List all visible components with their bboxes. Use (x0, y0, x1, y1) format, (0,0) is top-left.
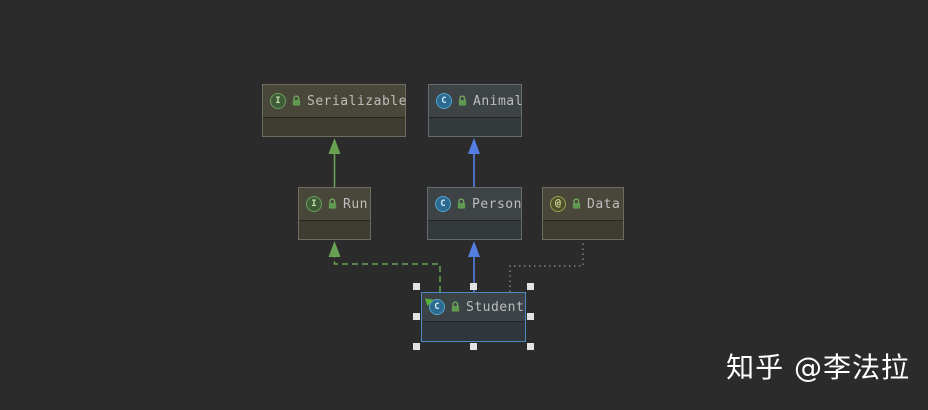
selection-handle-bottom-center[interactable] (470, 343, 477, 350)
node-body (422, 322, 525, 341)
edge-person-extends-animal[interactable] (468, 138, 480, 187)
lock-icon (450, 301, 461, 313)
node-label: Data (587, 196, 621, 212)
node-title: I Serializable (263, 85, 407, 118)
selection-handle-top-left[interactable] (413, 283, 420, 290)
lock-icon (327, 198, 338, 210)
selection-handle-top-center[interactable] (470, 283, 477, 290)
annotation-icon: @ (550, 196, 566, 212)
edge-student-implements-run[interactable] (328, 241, 441, 292)
lock-icon (571, 198, 582, 210)
edge-line[interactable] (509, 241, 584, 292)
node-body (263, 118, 405, 136)
node-body (429, 118, 521, 136)
node-label: Student (466, 299, 525, 315)
edge-run-extends-serializable[interactable] (328, 138, 341, 187)
selection-handle-bottom-left[interactable] (413, 343, 420, 350)
selection-handle-top-right[interactable] (527, 283, 534, 290)
arrowhead-icon (328, 241, 341, 257)
node-label: Animal (473, 93, 523, 109)
node-body (543, 221, 623, 239)
watermark: 知乎 @李法拉 (726, 351, 910, 384)
arrowhead-icon (468, 138, 480, 154)
class-icon: C (436, 93, 452, 109)
interface-icon: I (306, 196, 322, 212)
lock-icon (457, 95, 468, 107)
diagram-node-run[interactable]: I Run (298, 187, 371, 240)
edge-line[interactable] (333, 255, 441, 292)
runnable-class-icon: C (424, 295, 445, 315)
arrowhead-icon (328, 138, 341, 154)
node-body (428, 221, 521, 239)
node-label: Run (343, 196, 368, 212)
edge-student-annotated-data[interactable] (509, 241, 584, 292)
diagram-node-animal[interactable]: C Animal (428, 84, 522, 137)
selection-handle-mid-left[interactable] (413, 313, 420, 320)
interface-icon: I (270, 93, 286, 109)
node-title: C Student (422, 293, 525, 322)
diagram-node-person[interactable]: C Person (427, 187, 522, 240)
node-title: I Run (299, 188, 370, 221)
class-icon: C (435, 196, 451, 212)
selection-handle-bottom-right[interactable] (527, 343, 534, 350)
lock-icon (456, 198, 467, 210)
node-label: Person (472, 196, 522, 212)
diagram-node-student[interactable]: C Student (421, 292, 526, 342)
arrowhead-icon (468, 241, 480, 257)
node-body (299, 221, 370, 239)
run-arrow-icon (424, 295, 436, 307)
node-title: C Animal (429, 85, 523, 118)
diagram-node-data[interactable]: @ Data (542, 187, 624, 240)
node-title: @ Data (543, 188, 623, 221)
lock-icon (291, 95, 302, 107)
selection-handle-mid-right[interactable] (527, 313, 534, 320)
diagram-node-serializable[interactable]: I Serializable (262, 84, 406, 137)
node-label: Serializable (307, 93, 407, 109)
node-title: C Person (428, 188, 521, 221)
